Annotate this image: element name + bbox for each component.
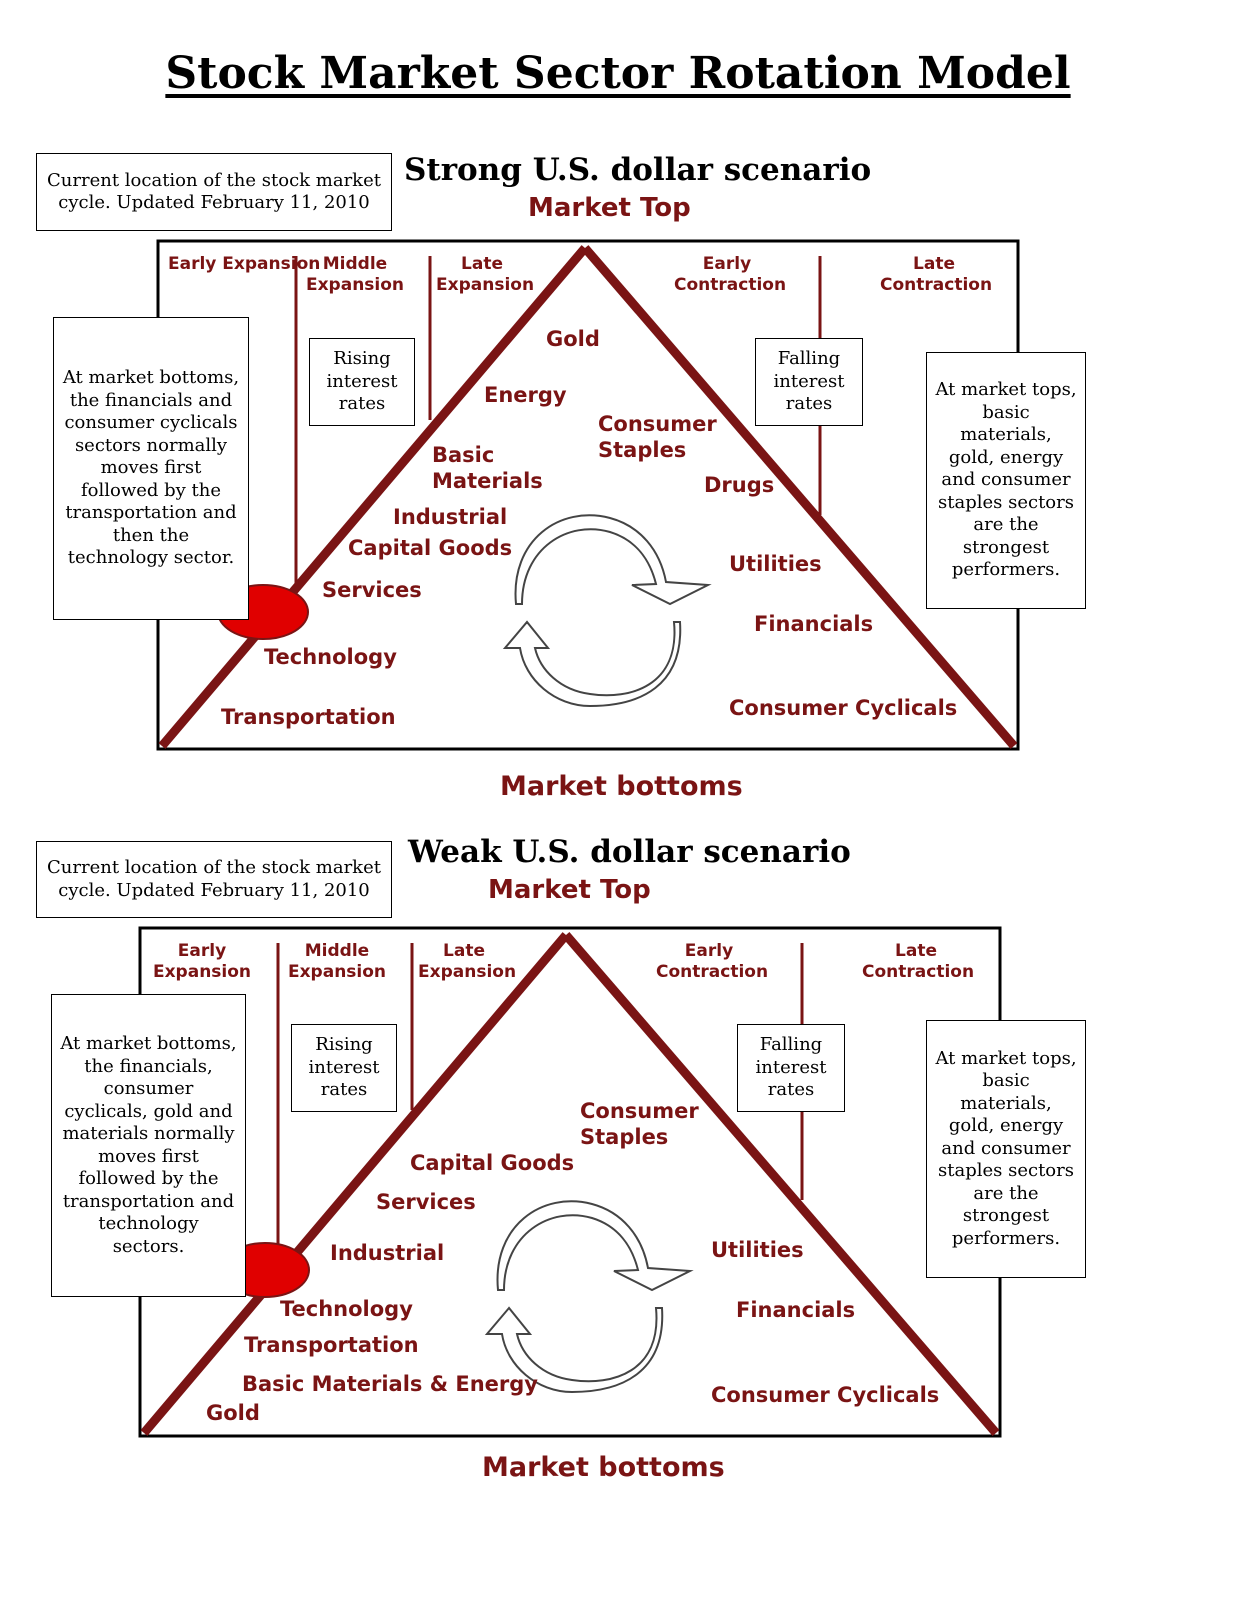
sector-label: Utilities [729, 552, 822, 576]
left-note: At market bottoms, the financials and co… [53, 317, 249, 620]
falling-rates-note: Falling interest rates [737, 1024, 845, 1112]
sector-label: Industrial [330, 1241, 445, 1265]
sector-label: Services [376, 1190, 476, 1214]
phase-late-contraction: Late Contraction [880, 254, 993, 296]
sector-label: Technology [280, 1297, 413, 1321]
rotation-arrows-icon [484, 1200, 694, 1394]
location-note: Current location of the stock market cyc… [36, 153, 392, 231]
phase-late-expansion: Late Expansion [436, 254, 535, 296]
market-bottoms-label: Market bottoms [482, 1452, 725, 1483]
market-top-label: Market Top [528, 193, 691, 223]
sector-label: Transportation [244, 1333, 419, 1357]
sector-label: Industrial [393, 505, 508, 529]
sector-label: Energy [484, 383, 567, 407]
sector-label: Capital Goods [348, 536, 513, 560]
sector-label: Basic Materials [432, 443, 543, 494]
triangle-rising-side [158, 245, 589, 749]
phase-middle-expansion: Middle Expansion [305, 254, 405, 296]
triangle-falling-side [562, 932, 1000, 1436]
phase-late-expansion: Late Expansion [418, 941, 517, 983]
sector-label: Financials [736, 1298, 856, 1322]
scenario-title: Weak U.S. dollar scenario [408, 834, 851, 870]
sector-label: Transportation [221, 705, 396, 729]
triangle-rising-side [140, 932, 570, 1436]
market-bottoms-label: Market bottoms [500, 771, 743, 802]
sector-label: Technology [264, 645, 397, 669]
right-note: At market tops, basic materials, gold, e… [926, 352, 1086, 609]
scenario-weak-dollar: Current location of the stock market cyc… [0, 0, 1236, 1483]
triangle-falling-side [581, 245, 1018, 749]
sector-label: Utilities [711, 1238, 804, 1262]
sector-label: Basic Materials & Energy [242, 1372, 538, 1396]
page-title: Stock Market Sector Rotation Model [165, 48, 1071, 99]
phase-early-contraction: Early Contraction [674, 254, 787, 296]
sector-label: Gold [206, 1401, 260, 1425]
sector-label: Drugs [704, 473, 775, 497]
sector-label: Capital Goods [410, 1151, 575, 1175]
sector-label: Consumer Staples [580, 1099, 699, 1150]
diagram-frame [138, 926, 1002, 1438]
rising-rates-note: Rising interest rates [291, 1024, 397, 1112]
sector-label: Gold [546, 327, 600, 351]
rotation-arrows-icon [502, 514, 712, 708]
falling-rates-note: Falling interest rates [755, 338, 863, 426]
sector-label: Consumer Staples [598, 412, 717, 463]
sector-label: Consumer Cyclicals [729, 696, 958, 720]
right-note: At market tops, basic materials, gold, e… [926, 1020, 1086, 1278]
rising-rates-note: Rising interest rates [309, 338, 415, 426]
phase-middle-expansion: Middle Expansion [287, 941, 387, 983]
sector-label: Consumer Cyclicals [711, 1383, 940, 1407]
phase-late-contraction: Late Contraction [862, 941, 975, 983]
scenario-title: Strong U.S. dollar scenario [404, 152, 872, 188]
left-note: At market bottoms, the financials, consu… [51, 994, 246, 1297]
market-top-label: Market Top [488, 875, 651, 905]
scenario-strong-dollar: Current location of the stock market cyc… [0, 0, 1236, 802]
phase-early-contraction: Early Contraction [656, 941, 769, 983]
location-note: Current location of the stock market cyc… [36, 841, 392, 918]
sector-label: Services [322, 578, 422, 602]
sector-label: Financials [754, 612, 874, 636]
phase-early-expansion: Early Expansion [152, 941, 252, 983]
